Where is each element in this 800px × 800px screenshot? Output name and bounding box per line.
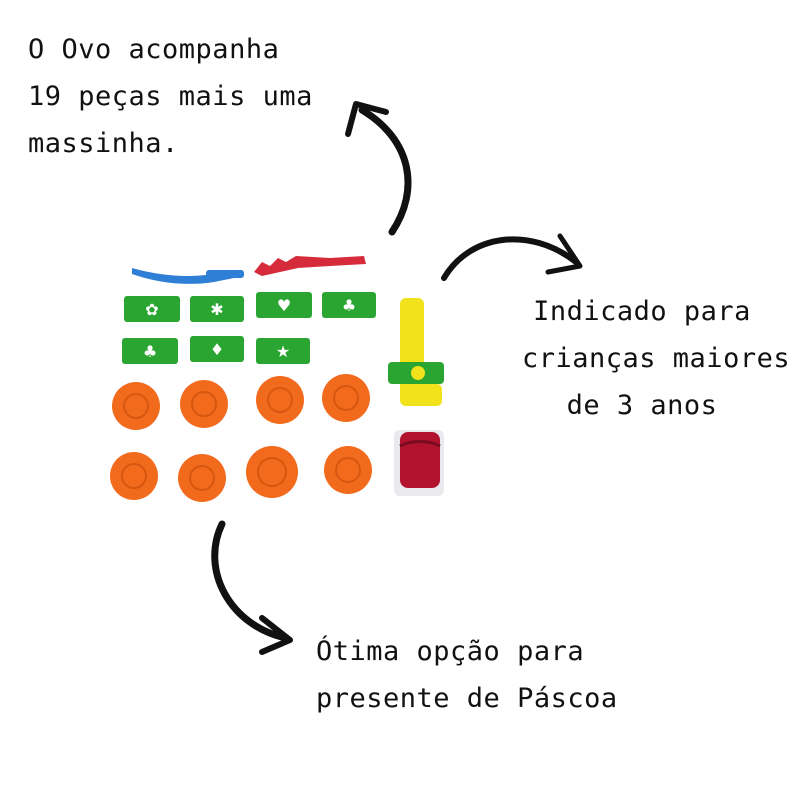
stamp-row-1: ✿ ✱ ♥ ♣ [124, 292, 376, 322]
caption-pieces: O Ovo acompanha 19 peças mais uma massin… [28, 26, 313, 167]
mold-texture [121, 385, 361, 491]
dough-pot [394, 430, 444, 496]
stamp-row-2: ♣ ♦ ★ [122, 336, 310, 364]
star-icon: ★ [276, 342, 290, 361]
diamond-icon: ♦ [210, 340, 224, 359]
arrow-up-head-icon [345, 101, 389, 137]
caption-pieces-line-1: O Ovo acompanha [28, 34, 280, 65]
red-sculpting-tool [254, 256, 366, 276]
roller-press [388, 298, 444, 406]
mold-row-2 [110, 446, 372, 502]
arrow-right-head-icon [545, 233, 583, 275]
blue-sculpting-tool [132, 268, 244, 284]
butterfly-icon: ✿ [145, 300, 158, 319]
caption-gift-line-1: Ótima opção para [316, 636, 585, 667]
caption-gift: Ótima opção para presente de Páscoa [316, 628, 618, 722]
caption-pieces-line-2: 19 peças mais uma [28, 81, 313, 112]
caption-gift-line-2: presente de Páscoa [316, 683, 618, 714]
caption-age-line-3: de 3 anos [566, 390, 718, 421]
club-icon: ♣ [342, 296, 356, 315]
caption-age-line-1: Indicado para [533, 296, 751, 327]
caption-pieces-line-3: massinha. [28, 128, 179, 159]
caption-age-line-2: crianças maiores [522, 343, 791, 374]
heart-icon: ♥ [277, 296, 291, 315]
arrow-down-head-icon [259, 615, 293, 655]
caption-age: Indicado para crianças maiores de 3 anos [522, 288, 791, 429]
arrow-right-icon [441, 236, 579, 281]
arrow-up-icon [358, 106, 412, 236]
flower-icon: ✱ [210, 300, 223, 319]
arrow-down-icon [211, 520, 290, 642]
mold-row-1 [112, 374, 370, 430]
club-icon: ♣ [143, 342, 157, 361]
